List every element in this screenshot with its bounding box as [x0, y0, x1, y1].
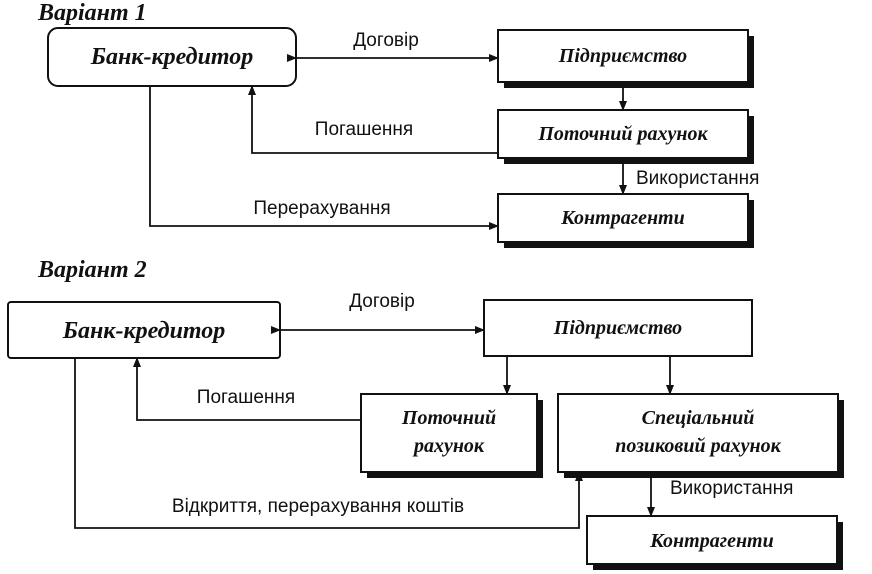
variant2-contract-label: Договір: [349, 291, 415, 312]
variant2-bank-box: Банк-кредитор: [7, 301, 281, 359]
variant1-transfer-arrow: [149, 86, 499, 230]
variant2-special-account-line2: позиковий рахунок: [615, 435, 781, 457]
variant2-title: Варіант 2: [37, 257, 147, 283]
variant2-enterprise-label: Підприємство: [553, 317, 682, 339]
variant1-counterparties-box: Контрагенти: [497, 193, 754, 248]
variant2-current-account-box: Поточний рахунок: [360, 393, 543, 478]
variant1-contract-label: Договір: [353, 30, 419, 51]
variant2-current-account-line1: Поточний: [401, 407, 496, 429]
variant2-special-account-box: Спеціальний позиковий рахунок: [557, 393, 844, 478]
variant2-usage-label: Використання: [670, 478, 793, 499]
variant2-repayment-label: Погашення: [197, 387, 295, 408]
variant2-current-account-line2: рахунок: [412, 435, 485, 457]
variant1-transfer-label: Перерахування: [253, 198, 390, 219]
variant2-enterprise-box: Підприємство: [483, 299, 753, 357]
variant1-title: Варіант 1: [37, 0, 147, 26]
variant1-usage-label: Використання: [636, 168, 759, 189]
variant2-counterparties-box: Контрагенти: [586, 515, 843, 570]
variant1-enterprise-box: Підприємство: [497, 29, 754, 88]
variant2-repayment-arrow: [133, 357, 361, 421]
variant2-special-account-line1: Спеціальний: [642, 407, 755, 429]
variant2-opening-arrow: [74, 358, 583, 529]
variant1-bank-label: Банк-кредитор: [90, 44, 254, 70]
variant1-bank-box: Банк-кредитор: [47, 27, 297, 87]
variant1-current-account-box: Поточний рахунок: [497, 109, 754, 164]
variant2-counterparties-label: Контрагенти: [649, 530, 774, 552]
variant1-enterprise-label: Підприємство: [558, 45, 687, 67]
variant1-repayment-label: Погашення: [315, 119, 413, 140]
variant1-current-account-label: Поточний рахунок: [537, 123, 708, 145]
variant1-counterparties-label: Контрагенти: [560, 207, 685, 229]
variant1-repayment-arrow: [248, 85, 498, 154]
variant2-bank-label: Банк-кредитор: [62, 318, 226, 344]
variant2-opening-label: Відкриття, перерахування коштів: [172, 496, 464, 517]
